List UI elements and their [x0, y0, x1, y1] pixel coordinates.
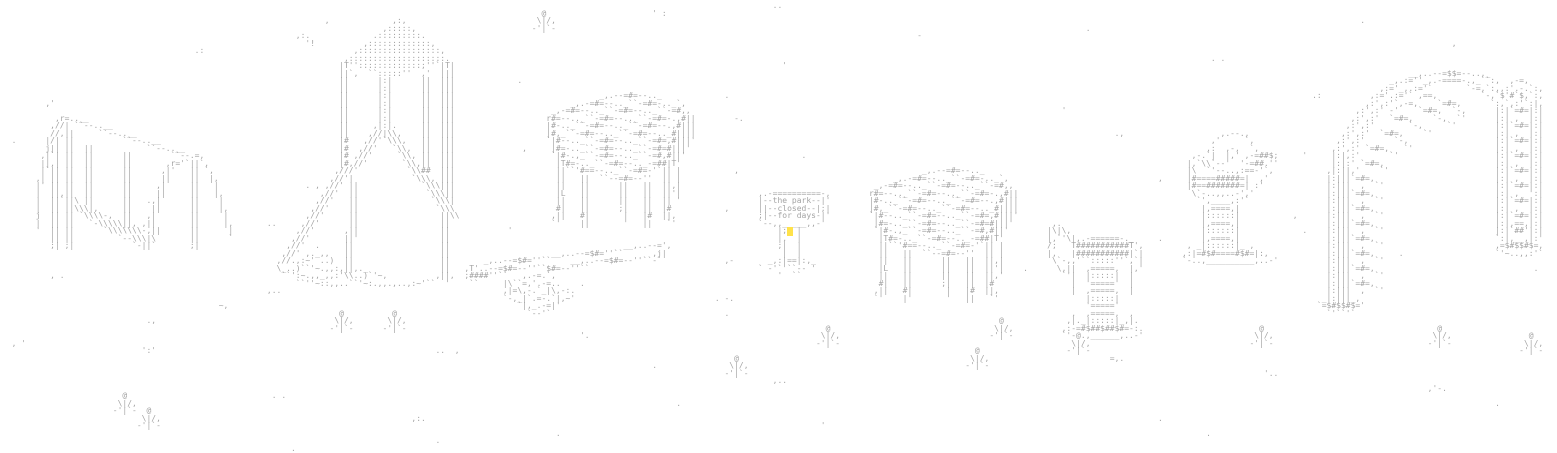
cursor-highlight: [787, 227, 793, 236]
